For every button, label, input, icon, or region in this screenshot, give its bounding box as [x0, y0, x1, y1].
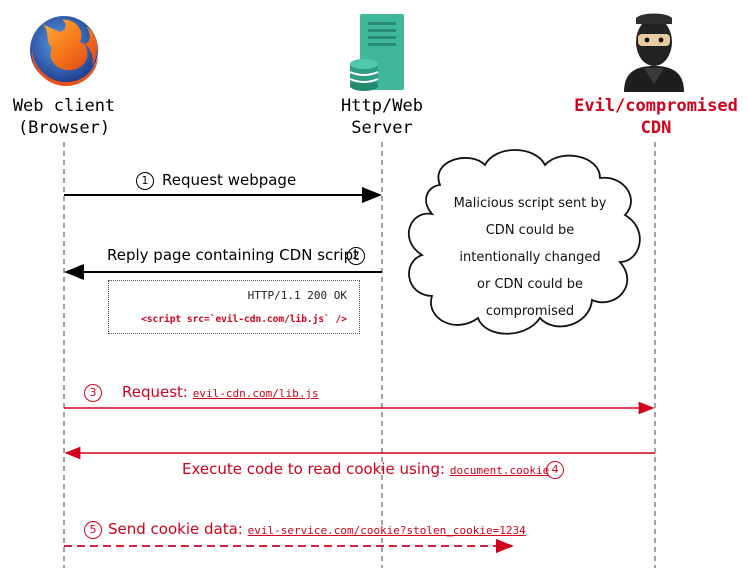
msg-execute-code-label: Execute code to read cookie using:	[182, 460, 450, 478]
msg-send-cookie: Send cookie data: evil-service.com/cooki…	[108, 520, 526, 538]
cloud-line-5: compromised	[485, 304, 575, 319]
step-1-badge: 1	[136, 172, 154, 190]
cloud-line-1: Malicious script sent by	[453, 196, 607, 211]
msg-request-lib-link[interactable]: evil-cdn.com/lib.js	[192, 387, 319, 400]
server-label-line1: Http/Web	[341, 96, 423, 116]
msg-execute-code-link[interactable]: document.cookie	[449, 464, 550, 477]
firefox-logo-icon	[30, 16, 99, 86]
msg-reply-page: Reply page containing CDN script	[107, 246, 359, 264]
hacker-icon	[624, 13, 684, 92]
step-2-badge: 2	[347, 247, 365, 265]
response-script-tag: <script src=`evil-cdn.com/lib.js` />	[141, 314, 347, 325]
browser-label: Web client (Browser)	[4, 95, 124, 139]
response-status-line: HTTP/1.1 200 OK	[247, 289, 347, 302]
msg-request-lib-label: Request:	[122, 383, 193, 401]
step-4-badge: 4	[546, 461, 564, 479]
cdn-label-line2: CDN	[640, 118, 672, 138]
cloud-line-4: or CDN could be	[477, 277, 583, 292]
browser-label-line1: Web client	[12, 96, 116, 116]
server-label: Http/Web Server	[322, 95, 442, 139]
msg-request-webpage: Request webpage	[162, 171, 297, 189]
server-icon	[349, 14, 404, 91]
cdn-label: Evil/compromised CDN	[566, 95, 746, 139]
server-label-line2: Server	[351, 118, 413, 138]
msg-request-lib: Request: evil-cdn.com/lib.js	[122, 383, 319, 401]
msg-send-cookie-label: Send cookie data:	[108, 520, 248, 538]
cloud-line-3: intentionally changed	[459, 250, 601, 265]
response-note: HTTP/1.1 200 OK <script src=`evil-cdn.co…	[108, 280, 360, 334]
cloud-note: Malicious script sent by CDN could be in…	[430, 190, 630, 325]
browser-label-line2: (Browser)	[17, 118, 111, 138]
msg-send-cookie-link[interactable]: evil-service.com/cookie?stolen_cookie=12…	[247, 524, 526, 537]
step-3-badge: 3	[84, 384, 102, 402]
thought-cloud	[407, 149, 641, 335]
step-5-badge: 5	[84, 521, 102, 539]
cloud-line-2: CDN could be	[485, 223, 575, 238]
msg-execute-code: Execute code to read cookie using: docum…	[182, 460, 549, 478]
cdn-label-line1: Evil/compromised	[574, 96, 738, 116]
